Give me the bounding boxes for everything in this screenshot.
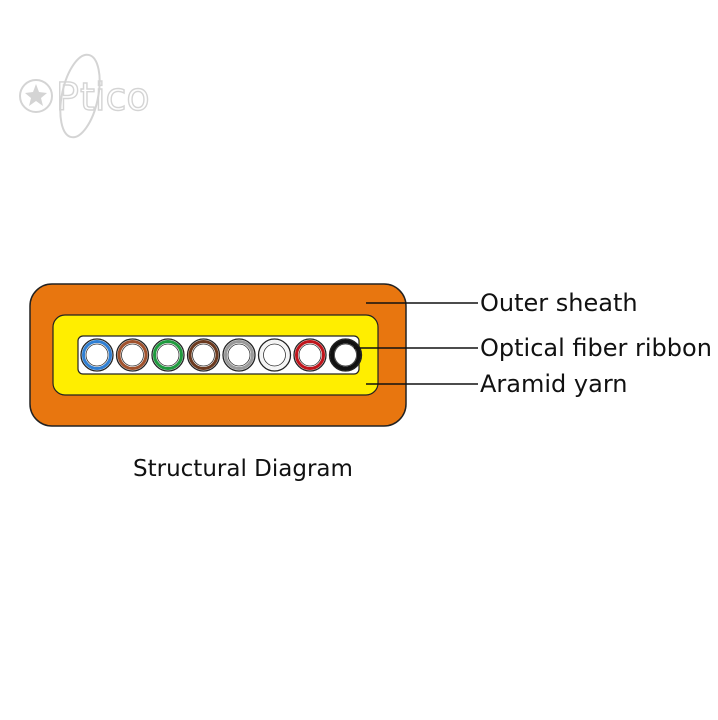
logo-star-icon [25,84,47,106]
logo-star-badge [19,79,53,113]
white-fiber-core [263,343,286,367]
fiber-group [80,338,363,372]
blue-fiber-coating [82,340,112,370]
red-fiber-core [298,343,322,367]
brown-fiber-coating [188,340,219,370]
optico-logo: P tico [19,53,150,139]
white-fiber-coating [259,340,290,370]
brown-fiber-core [192,343,215,367]
black-fiber-coating [330,339,361,371]
gray-fiber-coating [224,340,254,370]
logo-wordmark-end: tico [80,75,150,119]
diagram-caption: Structural Diagram [133,456,353,482]
orange-fiber-coating [117,340,148,370]
orange-fiber-core [121,343,144,367]
aramid-yarn-label: Aramid yarn [480,370,627,398]
blue-fiber-core [85,343,109,367]
optical-fiber-ribbon-label: Optical fiber ribbon [480,334,712,362]
logo-wordmark-mid: P [56,75,79,119]
logo-swoosh [59,53,101,139]
outer-sheath-label: Outer sheath [480,289,638,317]
cable-cross-section [29,283,407,427]
green-fiber-coating [153,340,183,370]
black-fiber-core [334,343,357,367]
red-fiber-coating [295,340,325,370]
green-fiber-core [156,343,180,367]
gray-fiber-core [227,343,251,367]
